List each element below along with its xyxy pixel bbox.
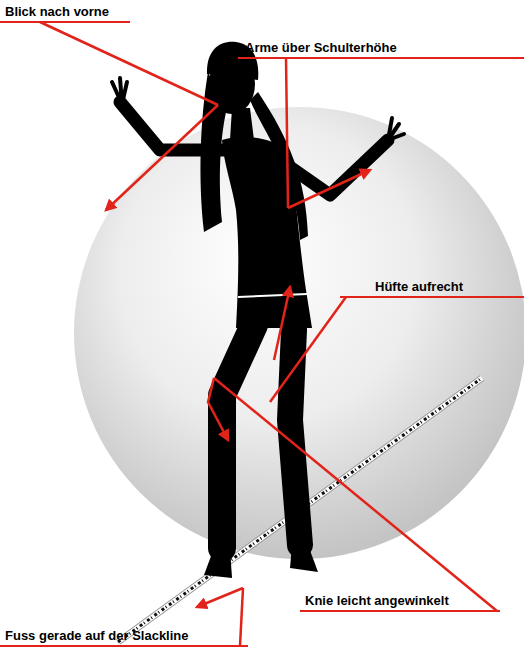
- callout-label: Hüfte aufrecht: [340, 279, 524, 298]
- callout-label: Arme über Schulterhöhe: [238, 40, 524, 59]
- right-foot: [290, 545, 318, 572]
- callout-label: Blick nach vorne: [0, 4, 130, 23]
- direction-arrow: [106, 105, 218, 210]
- neck: [230, 108, 254, 140]
- right-hand: [388, 118, 404, 140]
- leader-line: [214, 378, 497, 611]
- direction-arrow: [288, 170, 370, 208]
- leader-line: [270, 297, 346, 402]
- leader-line: [40, 22, 218, 105]
- callout-label: Fuss gerade auf der Slackline: [0, 628, 248, 647]
- background-circle: [74, 107, 524, 559]
- leader-lines: [40, 22, 497, 646]
- left-arm: [120, 102, 225, 150]
- waistband: [238, 294, 307, 297]
- callout-label: Knie leicht angewinkelt: [300, 593, 500, 612]
- direction-arrow: [274, 287, 290, 360]
- leader-line: [286, 58, 288, 208]
- left-foot: [204, 548, 232, 578]
- left-hand: [112, 78, 127, 104]
- torso: [222, 137, 312, 328]
- direction-arrow: [197, 588, 243, 607]
- leader-line: [240, 588, 243, 646]
- direction-arrow: [208, 378, 228, 440]
